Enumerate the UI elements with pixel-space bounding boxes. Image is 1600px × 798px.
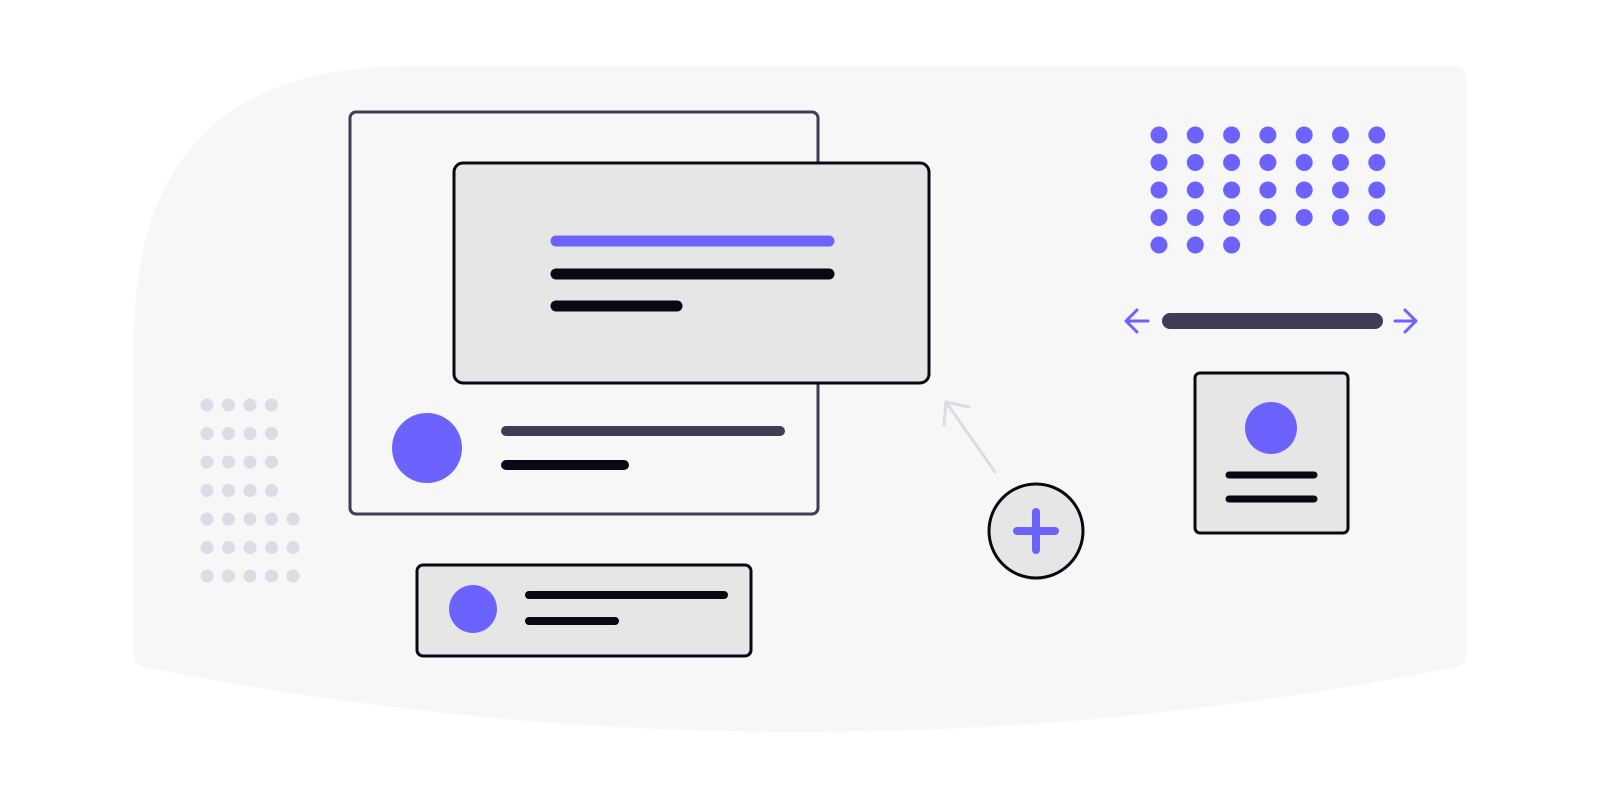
decorative-dot bbox=[265, 427, 278, 440]
decorative-dot bbox=[222, 541, 235, 554]
decorative-dot bbox=[222, 455, 235, 469]
decorative-dot bbox=[1295, 209, 1313, 226]
arrow-left-icon[interactable] bbox=[1124, 308, 1150, 334]
decorative-dot bbox=[222, 427, 235, 440]
decorative-dot bbox=[243, 455, 257, 469]
avatar bbox=[392, 413, 462, 483]
decorative-dot bbox=[1332, 181, 1349, 199]
decorative-dot bbox=[200, 512, 214, 526]
decorative-dot bbox=[200, 569, 214, 583]
decorative-dot bbox=[1259, 154, 1277, 171]
arrow-right-icon[interactable] bbox=[1393, 308, 1418, 334]
decorative-dot bbox=[1223, 154, 1241, 171]
decorative-dot bbox=[222, 398, 235, 412]
decorative-dot bbox=[1223, 209, 1241, 226]
decorative-dot bbox=[243, 398, 257, 412]
decorative-dot bbox=[1186, 236, 1204, 254]
decorative-dot bbox=[286, 512, 300, 526]
decorative-dot bbox=[1259, 126, 1277, 144]
decorative-dot bbox=[1186, 181, 1204, 199]
decorative-dot bbox=[200, 427, 214, 440]
decorative-dot bbox=[265, 398, 278, 412]
decorative-dot bbox=[1150, 181, 1168, 199]
decorative-dot bbox=[1150, 154, 1168, 171]
add-button[interactable] bbox=[987, 482, 1085, 580]
content-card-front[interactable] bbox=[452, 161, 931, 385]
decorative-dot bbox=[222, 569, 235, 583]
decorative-dot bbox=[222, 512, 235, 526]
decorative-dot bbox=[243, 512, 257, 526]
decorative-dot bbox=[1223, 236, 1241, 254]
decorative-dot bbox=[1332, 209, 1349, 226]
horizontal-scroller[interactable] bbox=[1124, 308, 1418, 334]
decorative-dot bbox=[1186, 126, 1204, 144]
decorative-dot bbox=[243, 427, 257, 440]
decorative-dot bbox=[222, 484, 235, 497]
decorative-dot bbox=[265, 484, 278, 497]
decorative-dot bbox=[200, 484, 214, 497]
decorative-dot bbox=[1223, 126, 1241, 144]
decorative-dot bbox=[1150, 126, 1168, 144]
decorative-dot bbox=[1368, 181, 1386, 199]
decorative-dot bbox=[286, 569, 300, 583]
decorative-dot bbox=[1295, 126, 1313, 144]
decorative-dot bbox=[1259, 181, 1277, 199]
decorative-dot bbox=[1186, 154, 1204, 171]
decorative-dot bbox=[1368, 126, 1386, 144]
decorative-dot bbox=[243, 484, 257, 497]
decorative-dot bbox=[1150, 236, 1168, 254]
decorative-dot bbox=[200, 398, 214, 412]
decorative-dot bbox=[265, 569, 278, 583]
decorative-dot bbox=[1295, 154, 1313, 171]
decorative-dot bbox=[265, 541, 278, 554]
decorative-dot bbox=[1223, 181, 1241, 199]
decorative-dot bbox=[1259, 209, 1277, 226]
decorative-dot bbox=[200, 541, 214, 554]
decorative-dot bbox=[1295, 181, 1313, 199]
decorative-dot bbox=[1186, 209, 1204, 226]
decorative-dot bbox=[200, 455, 214, 469]
decorative-dot bbox=[265, 455, 278, 469]
decorative-dot bbox=[1150, 209, 1168, 226]
avatar bbox=[1245, 402, 1297, 454]
decorative-dot bbox=[1368, 154, 1386, 171]
list-card[interactable] bbox=[415, 563, 753, 658]
decorative-dot-grid-accent bbox=[1150, 126, 1386, 254]
decorative-dot bbox=[1332, 126, 1349, 144]
decorative-dot bbox=[243, 569, 257, 583]
decorative-dot bbox=[1368, 209, 1386, 226]
decorative-dot bbox=[1332, 154, 1349, 171]
plus-icon bbox=[1013, 508, 1059, 554]
decorative-dot bbox=[265, 512, 278, 526]
avatar bbox=[449, 585, 497, 633]
decorative-dot bbox=[243, 541, 257, 554]
arrow-up-left-icon bbox=[942, 400, 997, 474]
profile-card-small[interactable] bbox=[1193, 371, 1350, 535]
decorative-dot bbox=[286, 541, 300, 554]
decorative-dot-grid-light bbox=[200, 398, 300, 583]
